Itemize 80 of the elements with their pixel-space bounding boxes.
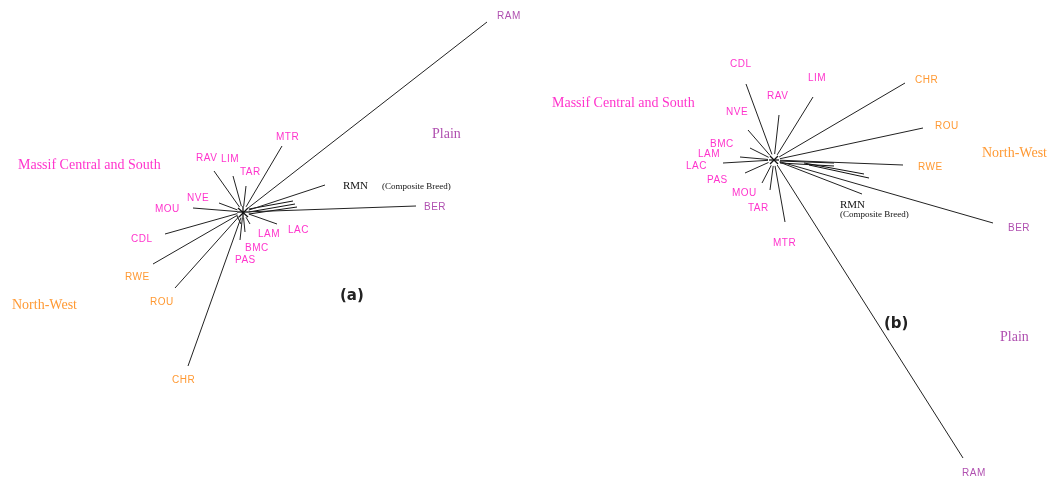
branch-line <box>164 213 238 235</box>
breed-label: CDL <box>730 58 752 69</box>
branch-line <box>232 175 242 207</box>
breed-label: LAC <box>686 160 707 171</box>
breed-label: BER <box>1008 222 1031 233</box>
branch-line <box>779 161 863 195</box>
breed-label: RWE <box>918 161 943 172</box>
branch-line <box>243 185 247 207</box>
breed-label: RAV <box>767 90 789 101</box>
breed-label: MOU <box>155 203 180 214</box>
branch-line <box>248 205 417 213</box>
breed-label: MTR <box>276 131 300 142</box>
breed-label: CHR <box>915 74 939 85</box>
branch-line <box>152 214 239 265</box>
breed-label: LIM <box>221 153 240 164</box>
breed-label: RMN <box>840 198 867 211</box>
branch-line <box>747 129 771 156</box>
branch-line <box>722 159 769 164</box>
branch-line <box>239 217 243 241</box>
branch-line <box>245 216 251 225</box>
note-text: (Composite Breed) <box>840 210 909 220</box>
branch-line <box>243 217 246 233</box>
breed-label: MTR <box>773 237 797 248</box>
breed-label: RAM <box>962 467 986 478</box>
branch-line <box>248 213 278 225</box>
branch-line <box>779 161 994 224</box>
breed-label: BMC <box>245 242 269 253</box>
breed-label: NVE <box>187 192 210 203</box>
branch-line <box>218 202 238 211</box>
breed-label: PAS <box>707 174 728 185</box>
breed-label: LAC <box>288 224 309 235</box>
branch-line <box>774 165 786 223</box>
group-label: Plain <box>1000 329 1029 345</box>
branch-line <box>247 21 488 209</box>
branch-line <box>245 145 283 208</box>
branch-line <box>739 156 769 160</box>
branch-line <box>776 96 814 156</box>
breed-label: NVE <box>726 106 749 117</box>
breed-label: ROU <box>935 120 959 131</box>
breed-label: MOU <box>732 187 757 198</box>
branch-line <box>187 217 242 367</box>
branch-line <box>192 207 238 212</box>
branch-line <box>761 164 772 184</box>
breed-label: BMC <box>710 138 734 149</box>
branch-line <box>213 170 241 208</box>
breed-label: PAS <box>235 254 256 265</box>
branch-line <box>769 165 774 191</box>
breed-label: TAR <box>240 166 261 177</box>
branch-line <box>774 114 780 155</box>
note-text: (Composite Breed) <box>382 181 451 191</box>
branch-line <box>744 161 769 174</box>
branch-line <box>776 164 964 459</box>
branch-line <box>745 83 773 155</box>
branch-line <box>779 127 924 160</box>
breed-label: CHR <box>172 374 196 385</box>
breed-label: RAM <box>497 10 521 21</box>
group-label: North-West <box>982 145 1047 161</box>
breed-label: LIM <box>808 72 827 83</box>
group-label: North-West <box>12 297 77 313</box>
group-label: Massif Central and South <box>552 95 695 111</box>
branch-line <box>778 82 906 158</box>
branch-line <box>174 215 240 289</box>
breed-label: CDL <box>131 233 153 244</box>
breed-label: RWE <box>125 271 150 282</box>
breed-label: RMN <box>343 179 369 191</box>
panel-label: (b) <box>884 314 909 332</box>
group-label: Massif Central and South <box>18 157 161 173</box>
panel-label: (a) <box>340 286 364 304</box>
breed-label: LAM <box>698 148 721 159</box>
breed-label: TAR <box>748 202 769 213</box>
network-core-drawing <box>236 205 250 219</box>
breed-label: ROU <box>150 296 174 307</box>
group-label: Plain <box>432 126 461 142</box>
breed-label: BER <box>424 201 447 212</box>
network-core-drawing <box>768 155 780 165</box>
breed-label: LAM <box>258 228 281 239</box>
branch-line <box>248 184 326 211</box>
branch-line <box>779 159 904 166</box>
branch-line <box>749 147 770 158</box>
breed-label: RAV <box>196 152 218 163</box>
